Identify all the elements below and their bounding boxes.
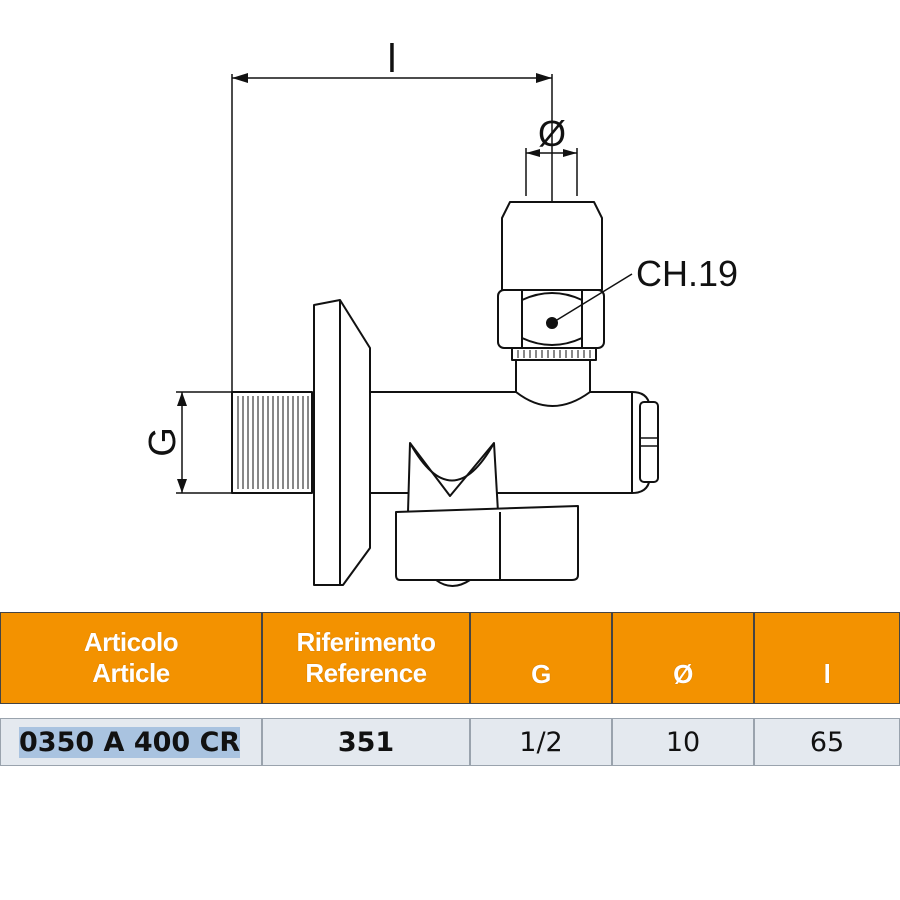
dimension-diameter-arrow-left xyxy=(526,149,540,157)
cell-l: 65 xyxy=(754,718,900,766)
dimension-diameter-arrow-right xyxy=(563,149,577,157)
header-diameter-label: Ø xyxy=(673,658,693,689)
table-gap xyxy=(0,704,900,718)
handle-top xyxy=(407,442,499,513)
handle-knob xyxy=(395,505,579,581)
header-reference: Riferimento Reference xyxy=(262,612,470,704)
outlet-ring-threads xyxy=(517,350,591,358)
hex-nut-top-curve xyxy=(521,292,583,301)
handle-bottom-lip xyxy=(435,579,471,587)
cell-article-value: 0350 A 400 CR xyxy=(19,726,241,758)
spec-table: Articolo Article Riferimento Reference G… xyxy=(0,612,900,768)
header-g: G xyxy=(470,612,612,704)
dimension-g-arrow-top xyxy=(177,392,187,406)
cell-g: 1/2 xyxy=(470,718,612,766)
dimension-l-arrow-left xyxy=(232,73,248,83)
header-l-label: l xyxy=(823,658,831,689)
wall-flange xyxy=(313,299,371,586)
header-article-en: Article xyxy=(92,658,170,688)
header-l: l xyxy=(754,612,900,704)
dimension-diameter-label: Ø xyxy=(538,113,566,154)
dimension-g-arrow-bottom xyxy=(177,479,187,493)
header-reference-it: Riferimento xyxy=(296,627,436,657)
cell-diameter: 10 xyxy=(612,718,754,766)
header-reference-en: Reference xyxy=(305,658,427,688)
outlet-neck xyxy=(515,360,591,407)
spindle-cap xyxy=(639,401,659,483)
cell-article: 0350 A 400 CR xyxy=(0,718,262,766)
threaded-inlet xyxy=(231,391,313,494)
compression-fitting xyxy=(501,201,603,291)
header-article: Articolo Article xyxy=(0,612,262,704)
dimension-l-label: l xyxy=(388,37,397,81)
handle-v xyxy=(409,442,495,497)
hex-nut-bottom-curve xyxy=(521,337,583,346)
header-g-label: G xyxy=(531,658,551,689)
cell-reference: 351 xyxy=(262,718,470,766)
valve-technical-drawing: l Ø CH.19 G xyxy=(142,37,738,587)
ch19-leader-line xyxy=(551,273,633,324)
header-diameter: Ø xyxy=(612,612,754,704)
header-article-it: Articolo xyxy=(83,627,179,657)
inlet-thread-lines xyxy=(237,396,309,489)
wrench-size-label: CH.19 xyxy=(636,253,738,294)
dimension-g-label: G xyxy=(142,427,184,457)
dimension-l-arrow-right xyxy=(536,73,552,83)
